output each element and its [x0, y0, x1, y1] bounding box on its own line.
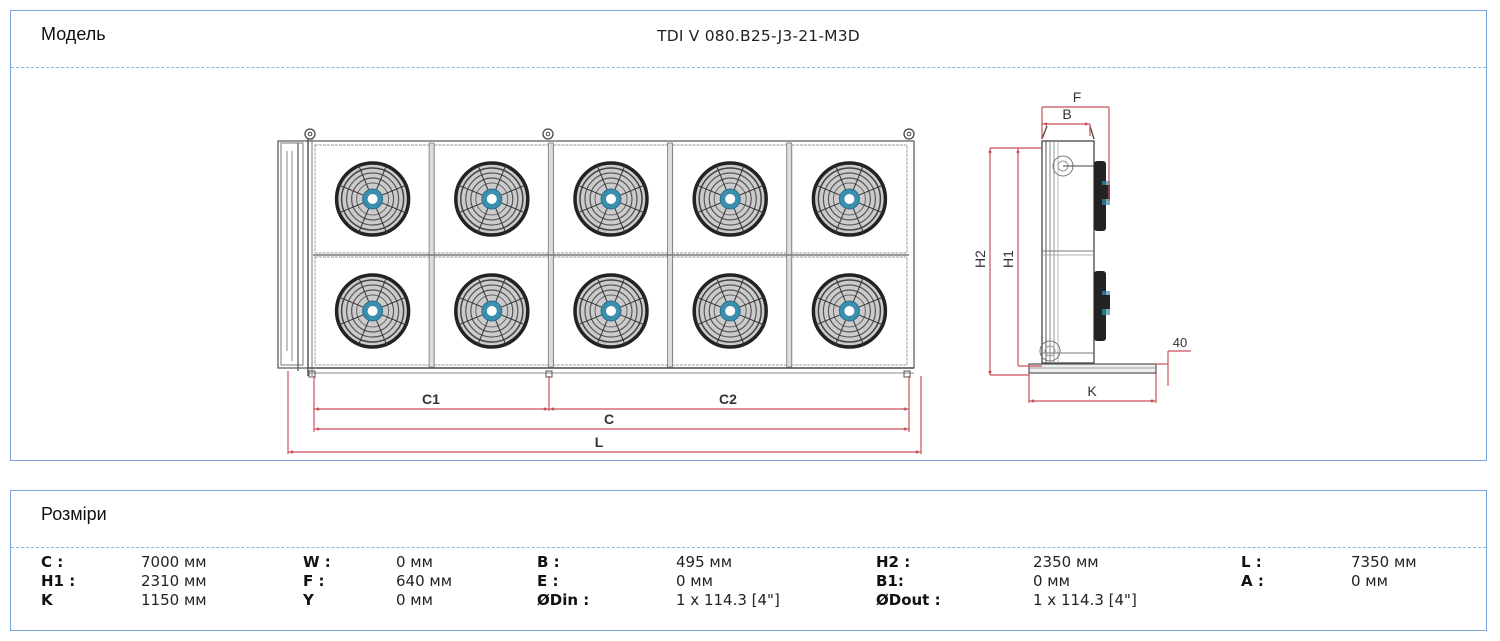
fan-icon: [454, 273, 530, 349]
side-fan-motor-bottom: [1094, 271, 1110, 341]
dimension-key: B :: [537, 553, 560, 571]
dimension-key: H2 :: [876, 553, 911, 571]
dim-label-l: L: [595, 434, 604, 450]
dimension-row: K 1150 мм Y 0 мм ØDin : 1 x 114.3 [4"] ØDout :…: [41, 591, 1491, 611]
header-box: [280, 142, 304, 366]
fan-icon: [454, 161, 530, 237]
dimension-value: 7350 мм: [1351, 553, 1417, 571]
dimension-key: K: [41, 591, 53, 609]
fan-icon: [573, 273, 649, 349]
model-name: TDI V 080.B25-J3-21-M3D: [657, 27, 860, 45]
dimension-value: 0 мм: [676, 572, 713, 590]
dimensions-label: Розміри: [41, 504, 107, 524]
side-view: F B H2 H1 K 40: [972, 89, 1191, 403]
dimension-key: ØDin :: [537, 591, 590, 609]
dimension-value: 495 мм: [676, 553, 733, 571]
dimension-value: 640 мм: [396, 572, 453, 590]
model-panel-header: Модель TDI V 080.B25-J3-21-M3D: [11, 11, 1486, 68]
fan-icon: [573, 161, 649, 237]
dimension-value: 1 x 114.3 [4"]: [1033, 591, 1137, 609]
fan-icon: [692, 273, 768, 349]
front-dimension-lines: [287, 371, 922, 454]
dimension-value: 0 мм: [1033, 572, 1070, 590]
dim-label-c2: C2: [719, 391, 737, 407]
dim-label-foot: 40: [1173, 335, 1187, 350]
technical-drawing: C1 C2 C L: [277, 89, 1191, 454]
side-base: [1028, 363, 1157, 374]
dim-label-h2: H2: [972, 250, 988, 268]
dimension-key: Y: [303, 591, 314, 609]
dim-label-c: C: [604, 411, 614, 427]
fan-icon: [334, 161, 411, 237]
model-panel: Модель TDI V 080.B25-J3-21-M3D: [10, 10, 1487, 461]
dimension-row: C : 7000 мм W : 0 мм B : 495 мм H2 : 2350 мм L :…: [41, 553, 1491, 573]
dimension-value: 2310 мм: [141, 572, 207, 590]
model-label: Модель: [41, 24, 106, 44]
dimension-value: 1 x 114.3 [4"]: [676, 591, 780, 609]
front-view: C1 C2 C L: [277, 128, 922, 454]
dimension-key: F :: [303, 572, 325, 590]
lifting-eye-left: [304, 128, 316, 140]
dimension-value: 7000 мм: [141, 553, 207, 571]
dimension-value: 1150 мм: [141, 591, 207, 609]
side-fan-motor-top: [1094, 161, 1110, 231]
fan-icon: [334, 273, 411, 349]
lifting-eye-right: [903, 128, 915, 140]
dimension-key: ØDout :: [876, 591, 941, 609]
dimension-row: H1 : 2310 мм F : 640 мм E : 0 мм B1: 0 мм A : 0 м…: [41, 572, 1491, 592]
dimension-key: L :: [1241, 553, 1262, 571]
lifting-eye-middle: [542, 128, 554, 140]
dimension-key: W :: [303, 553, 331, 571]
dim-label-b: B: [1062, 106, 1071, 122]
dimension-value: 2350 мм: [1033, 553, 1099, 571]
dimension-value: 0 мм: [1351, 572, 1388, 590]
fan-icon: [811, 273, 888, 349]
dim-label-f: F: [1073, 89, 1082, 105]
side-dimension-lines: [989, 106, 1191, 403]
dimension-key: C :: [41, 553, 64, 571]
fan-icon: [811, 161, 888, 237]
dimension-key: A :: [1241, 572, 1264, 590]
dimension-key: E :: [537, 572, 559, 590]
dim-label-c1: C1: [422, 391, 440, 407]
side-body: [1041, 140, 1095, 364]
dimension-key: H1 :: [41, 572, 76, 590]
dim-label-h1: H1: [1000, 250, 1016, 268]
dimensions-panel-header: Розміри: [11, 491, 1486, 548]
dimension-value: 0 мм: [396, 553, 433, 571]
dimensions-panel: Розміри C : 7000 мм W : 0 мм B : 495 мм H2 : 23…: [10, 490, 1487, 631]
fan-grid: [313, 142, 909, 368]
fan-icon: [692, 161, 768, 237]
dimension-key: B1:: [876, 572, 904, 590]
dimension-value: 0 мм: [396, 591, 433, 609]
dim-label-k: K: [1087, 383, 1097, 399]
